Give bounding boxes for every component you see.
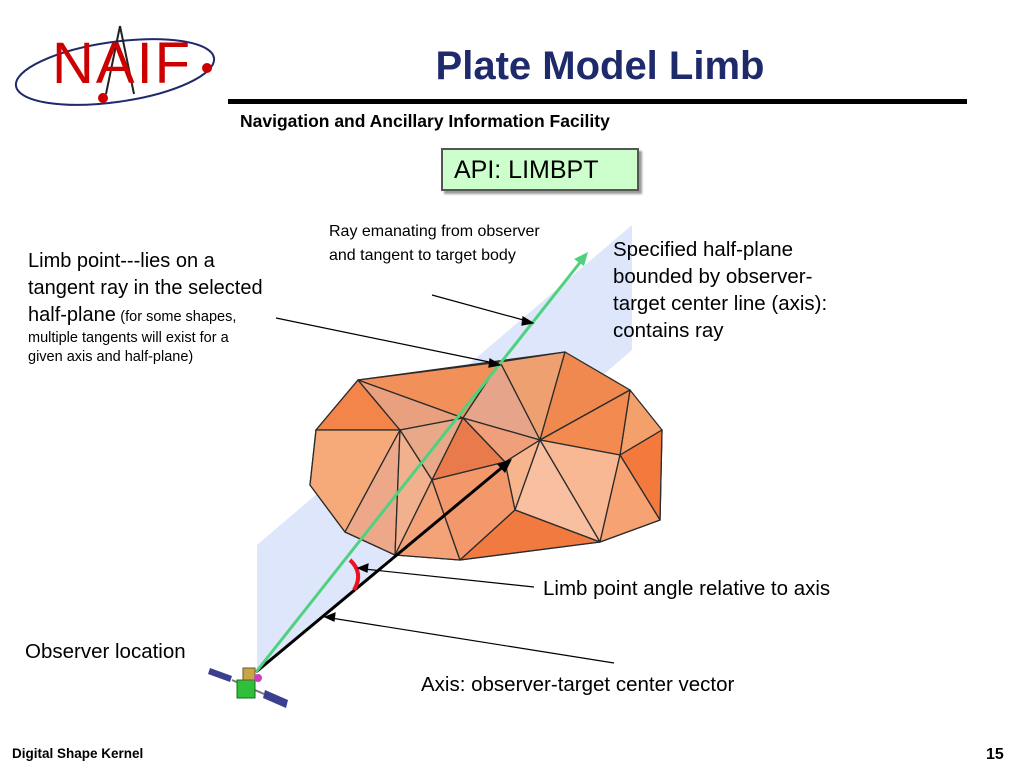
ray-annotation: Ray emanating from observer and tangent … [329, 223, 540, 264]
observer-annotation: Observer location [25, 640, 186, 663]
title-rule [228, 99, 967, 104]
limb-angle-annotation: Limb point angle relative to axis [543, 577, 831, 600]
logo-text: NAIF [52, 31, 193, 96]
axis-vector [255, 463, 506, 674]
angle-leader-arrow [356, 563, 369, 573]
axis-arrowhead [497, 459, 512, 473]
target-body [309, 351, 663, 561]
slide-subtitle: Navigation and Ancillary Information Fac… [240, 111, 610, 131]
limb-point-main-text: Limb point---lies on a tangent ray in th… [28, 250, 263, 326]
ray-leader-arrow [521, 316, 535, 326]
naif-logo: NAIF [10, 20, 230, 110]
ray-leader [431, 294, 528, 322]
orbit-compass-logo [14, 25, 216, 106]
api-label: API: LIMBPT [454, 156, 599, 184]
axis-annotation: Axis: observer-target center vector [421, 673, 735, 696]
footer-left: Digital Shape Kernel [12, 746, 144, 761]
page-number: 15 [986, 746, 1004, 763]
half-plane-annotation: Specified half-plane bounded by observer… [613, 238, 828, 342]
limb-point-detail-text: (for some shapes, multiple tangents will… [28, 309, 237, 365]
limb-point-leader [275, 317, 495, 364]
axis-leader [330, 617, 615, 664]
angle-leader [363, 568, 535, 588]
leader-lines [275, 294, 615, 664]
limb-point-annotation: Limb point---lies on a tangent ray in th… [28, 248, 263, 367]
limb-point-leader-arrow [488, 358, 502, 368]
ray-arrowhead [574, 252, 588, 266]
axis-leader-arrow [323, 612, 336, 622]
spacecraft-icon [208, 667, 288, 708]
slide-title: Plate Model Limb [435, 44, 765, 88]
limb-angle-arc [348, 558, 361, 592]
api-label-box: API: LIMBPT [441, 148, 639, 191]
tangent-ray [254, 259, 584, 673]
